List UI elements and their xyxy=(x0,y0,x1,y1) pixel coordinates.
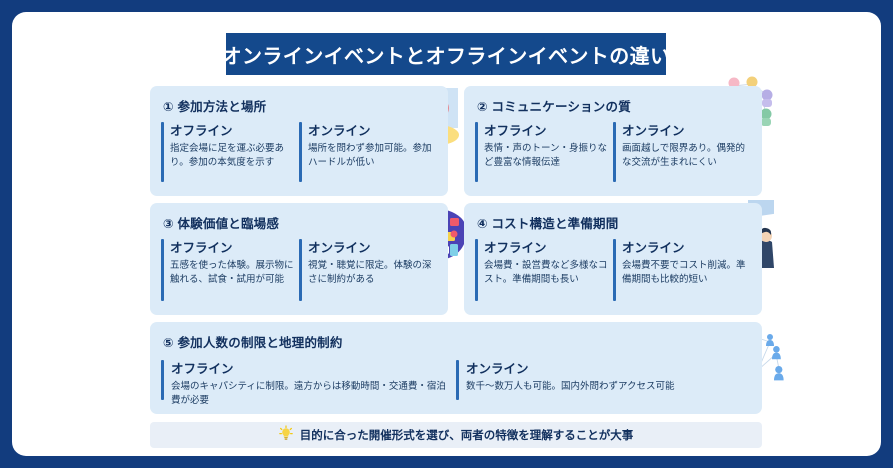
footer-banner: 目的に合った開催形式を選び、両者の特徴を理解することが大事 xyxy=(150,422,762,448)
card-5-offline-body: 会場のキャパシティに制限。遠方からは移動時間・交通費・宿泊費が必要 xyxy=(171,381,446,406)
footer-text: 目的に合った開催形式を選び、両者の特徴を理解することが大事 xyxy=(299,430,634,442)
card-1-online-column: オンライン 場所を問わず参加可能。参加ハードルが低い xyxy=(299,120,437,190)
lightbulb-icon xyxy=(278,424,293,446)
card-3-offline-title: オフライン xyxy=(170,241,233,255)
card-4-heading: ④ コスト構造と準備期間 xyxy=(477,217,619,231)
card-3-offline-body: 五感を使った体験。展示物に触れる、試食・試用が可能 xyxy=(170,260,294,285)
card-2-online-body: 画面越しで限界あり。偶発的な交流が生まれにくい xyxy=(622,143,746,168)
card-5-offline-column: オフライン 会場のキャパシティに制限。遠方からは移動時間・交通費・宿泊費が必要 xyxy=(161,358,456,408)
card-2-offline-body: 表情・声のトーン・身振りなど豊富な情報伝達 xyxy=(484,143,608,168)
card-2-offline-column: オフライン 表情・声のトーン・身振りなど豊富な情報伝達 xyxy=(475,120,613,190)
comparison-card-5: ⑤ 参加人数の制限と地理的制約 オフライン 会場のキャパシティに制限。遠方からは… xyxy=(150,322,762,414)
card-4-offline-column: オフライン 会場費・設営費など多様なコスト。準備期間も長い xyxy=(475,237,613,309)
card-2-offline-title: オフライン xyxy=(484,124,547,138)
card-5-columns: オフライン 会場のキャパシティに制限。遠方からは移動時間・交通費・宿泊費が必要 … xyxy=(161,358,751,408)
comparison-card-2: ② コミュニケーションの質 オフライン 表情・声のトーン・身振りなど豊富な情報伝… xyxy=(464,86,762,196)
infographic-canvas: オンラインイベントとオフラインイベントの違い xyxy=(12,12,881,456)
page-title: オンラインイベントとオフラインイベントの違い xyxy=(221,45,671,68)
comparison-card-3: ③ 体験価値と臨場感 オフライン 五感を使った体験。展示物に触れる、試食・試用が… xyxy=(150,203,448,315)
card-1-heading: ① 参加方法と場所 xyxy=(163,100,267,114)
card-3-online-title: オンライン xyxy=(308,241,371,255)
card-4-online-body: 会場費不要でコスト削減。準備期間も比較的短い xyxy=(622,260,746,285)
card-2-online-column: オンライン 画面越しで限界あり。偶発的な交流が生まれにくい xyxy=(613,120,751,190)
card-4-online-title: オンライン xyxy=(622,241,685,255)
card-4-online-column: オンライン 会場費不要でコスト削減。準備期間も比較的短い xyxy=(613,237,751,309)
card-2-online-title: オンライン xyxy=(622,124,685,138)
card-1-columns: オフライン 指定会場に足を運ぶ必要あり。参加の本気度を示す オンライン 場所を問… xyxy=(161,120,437,190)
card-5-heading: ⑤ 参加人数の制限と地理的制約 xyxy=(163,336,343,350)
card-5-online-body: 数千〜数万人も可能。国内外問わずアクセス可能 xyxy=(466,381,675,392)
card-2-heading: ② コミュニケーションの質 xyxy=(477,100,631,114)
card-4-offline-title: オフライン xyxy=(484,241,547,255)
page-title-bar: オンラインイベントとオフラインイベントの違い xyxy=(222,33,670,75)
card-3-columns: オフライン 五感を使った体験。展示物に触れる、試食・試用が可能 オンライン 視覚… xyxy=(161,237,437,309)
card-1-online-title: オンライン xyxy=(308,124,371,138)
card-3-heading: ③ 体験価値と臨場感 xyxy=(163,217,280,231)
card-5-online-title: オンライン xyxy=(466,362,529,376)
card-1-offline-title: オフライン xyxy=(170,124,233,138)
card-1-offline-column: オフライン 指定会場に足を運ぶ必要あり。参加の本気度を示す xyxy=(161,120,299,190)
comparison-card-1: ① 参加方法と場所 オフライン 指定会場に足を運ぶ必要あり。参加の本気度を示す … xyxy=(150,86,448,196)
card-3-offline-column: オフライン 五感を使った体験。展示物に触れる、試食・試用が可能 xyxy=(161,237,299,309)
card-1-online-body: 場所を問わず参加可能。参加ハードルが低い xyxy=(308,143,432,168)
card-5-online-column: オンライン 数千〜数万人も可能。国内外問わずアクセス可能 xyxy=(456,358,751,408)
card-3-online-body: 視覚・聴覚に限定。体験の深さに制約がある xyxy=(308,260,432,285)
card-4-columns: オフライン 会場費・設営費など多様なコスト。準備期間も長い オンライン 会場費不… xyxy=(475,237,751,309)
card-2-columns: オフライン 表情・声のトーン・身振りなど豊富な情報伝達 オンライン 画面越しで限… xyxy=(475,120,751,190)
comparison-card-4: ④ コスト構造と準備期間 オフライン 会場費・設営費など多様なコスト。準備期間も… xyxy=(464,203,762,315)
card-1-offline-body: 指定会場に足を運ぶ必要あり。参加の本気度を示す xyxy=(170,143,285,168)
card-5-offline-title: オフライン xyxy=(171,362,234,376)
card-4-offline-body: 会場費・設営費など多様なコスト。準備期間も長い xyxy=(484,260,608,285)
card-3-online-column: オンライン 視覚・聴覚に限定。体験の深さに制約がある xyxy=(299,237,437,309)
